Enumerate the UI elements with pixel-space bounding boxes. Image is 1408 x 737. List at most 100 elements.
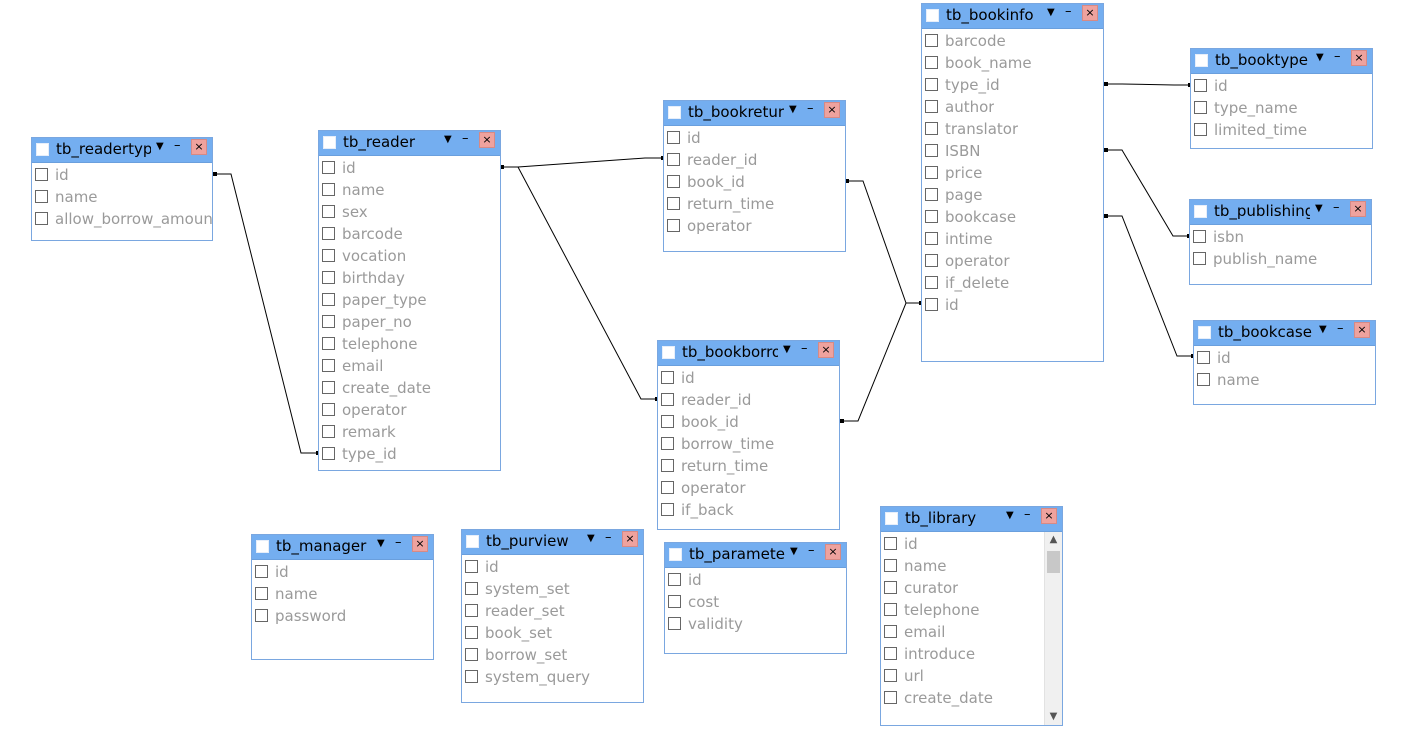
column-checkbox[interactable] [925, 232, 938, 245]
column-checkbox[interactable] [925, 144, 938, 157]
column-checkbox[interactable] [884, 603, 897, 616]
dropdown-icon[interactable]: ▼ [790, 546, 798, 557]
column-checkbox[interactable] [884, 559, 897, 572]
column-row[interactable]: system_set [462, 579, 643, 601]
column-row[interactable]: operator [319, 400, 500, 422]
column-checkbox[interactable] [1197, 351, 1210, 364]
column-checkbox[interactable] [661, 459, 674, 472]
column-checkbox[interactable] [668, 573, 681, 586]
column-checkbox[interactable] [322, 315, 335, 328]
column-checkbox[interactable] [35, 190, 48, 203]
column-row[interactable]: id [462, 557, 643, 579]
column-checkbox[interactable] [925, 34, 938, 47]
column-row[interactable]: type_id [319, 444, 500, 466]
column-checkbox[interactable] [322, 161, 335, 174]
column-checkbox[interactable] [322, 403, 335, 416]
column-checkbox[interactable] [884, 581, 897, 594]
column-row[interactable]: id [658, 368, 839, 390]
column-checkbox[interactable] [1194, 79, 1207, 92]
select-all-checkbox[interactable] [466, 535, 479, 548]
column-checkbox[interactable] [925, 298, 938, 311]
column-row[interactable]: book_id [658, 412, 839, 434]
column-row[interactable]: reader_id [664, 150, 845, 172]
column-row[interactable]: name [32, 187, 212, 209]
column-row[interactable]: bookcase [922, 207, 1103, 229]
minimize-icon[interactable]: – [801, 341, 808, 356]
column-checkbox[interactable] [322, 183, 335, 196]
column-checkbox[interactable] [668, 617, 681, 630]
column-row[interactable]: book_id [664, 172, 845, 194]
close-icon[interactable]: × [412, 536, 428, 552]
column-row[interactable]: translator [922, 119, 1103, 141]
dropdown-icon[interactable]: ▼ [587, 533, 595, 544]
close-icon[interactable]: × [479, 132, 495, 148]
column-checkbox[interactable] [884, 691, 897, 704]
column-row[interactable]: id [252, 562, 433, 584]
table-header[interactable]: tb_bookborrow▼–× [658, 341, 839, 366]
table-header[interactable]: tb_library▼–× [881, 507, 1062, 532]
column-row[interactable]: id [664, 128, 845, 150]
minimize-icon[interactable]: – [395, 535, 402, 550]
column-row[interactable]: publish_name [1190, 249, 1371, 271]
column-row[interactable]: curator [881, 578, 1062, 600]
table-header[interactable]: tb_bookinfo▼–× [922, 4, 1103, 29]
column-row[interactable]: author [922, 97, 1103, 119]
column-row[interactable]: operator [922, 251, 1103, 273]
column-checkbox[interactable] [667, 131, 680, 144]
column-row[interactable]: if_back [658, 500, 839, 522]
close-icon[interactable]: × [191, 139, 207, 155]
column-checkbox[interactable] [668, 595, 681, 608]
column-row[interactable]: return_time [658, 456, 839, 478]
minimize-icon[interactable]: – [174, 138, 181, 153]
column-checkbox[interactable] [255, 587, 268, 600]
minimize-icon[interactable]: – [1337, 321, 1344, 336]
column-checkbox[interactable] [884, 647, 897, 660]
column-row[interactable]: system_query [462, 667, 643, 689]
column-row[interactable]: birthday [319, 268, 500, 290]
column-checkbox[interactable] [925, 210, 938, 223]
column-row[interactable]: page [922, 185, 1103, 207]
vertical-scrollbar[interactable]: ▲▼ [1044, 532, 1062, 725]
column-checkbox[interactable] [322, 425, 335, 438]
minimize-icon[interactable]: – [1065, 4, 1072, 19]
column-checkbox[interactable] [322, 359, 335, 372]
column-checkbox[interactable] [667, 175, 680, 188]
table-header[interactable]: tb_publishing▼–× [1190, 200, 1371, 225]
column-checkbox[interactable] [884, 537, 897, 550]
minimize-icon[interactable]: – [605, 530, 612, 545]
column-row[interactable]: borrow_time [658, 434, 839, 456]
column-row[interactable]: intime [922, 229, 1103, 251]
column-checkbox[interactable] [884, 669, 897, 682]
column-checkbox[interactable] [1194, 101, 1207, 114]
column-row[interactable]: allow_borrow_amount [32, 209, 212, 231]
column-checkbox[interactable] [35, 212, 48, 225]
close-icon[interactable]: × [1082, 5, 1098, 21]
column-row[interactable]: create_date [319, 378, 500, 400]
select-all-checkbox[interactable] [1195, 54, 1208, 67]
close-icon[interactable]: × [1041, 508, 1057, 524]
column-row[interactable]: return_time [664, 194, 845, 216]
select-all-checkbox[interactable] [669, 548, 682, 561]
dropdown-icon[interactable]: ▼ [1316, 52, 1324, 63]
column-checkbox[interactable] [1193, 230, 1206, 243]
column-row[interactable]: book_name [922, 53, 1103, 75]
column-row[interactable]: id [881, 534, 1062, 556]
column-checkbox[interactable] [322, 271, 335, 284]
close-icon[interactable]: × [1351, 50, 1367, 66]
column-checkbox[interactable] [925, 166, 938, 179]
column-checkbox[interactable] [465, 604, 478, 617]
select-all-checkbox[interactable] [1194, 205, 1207, 218]
column-row[interactable]: paper_no [319, 312, 500, 334]
column-row[interactable]: name [881, 556, 1062, 578]
column-row[interactable]: vocation [319, 246, 500, 268]
table-header[interactable]: tb_reader▼–× [319, 131, 500, 156]
column-row[interactable]: id [665, 570, 846, 592]
scroll-up-icon[interactable]: ▲ [1049, 534, 1058, 545]
column-row[interactable]: type_name [1191, 98, 1372, 120]
column-checkbox[interactable] [925, 78, 938, 91]
column-row[interactable]: reader_set [462, 601, 643, 623]
